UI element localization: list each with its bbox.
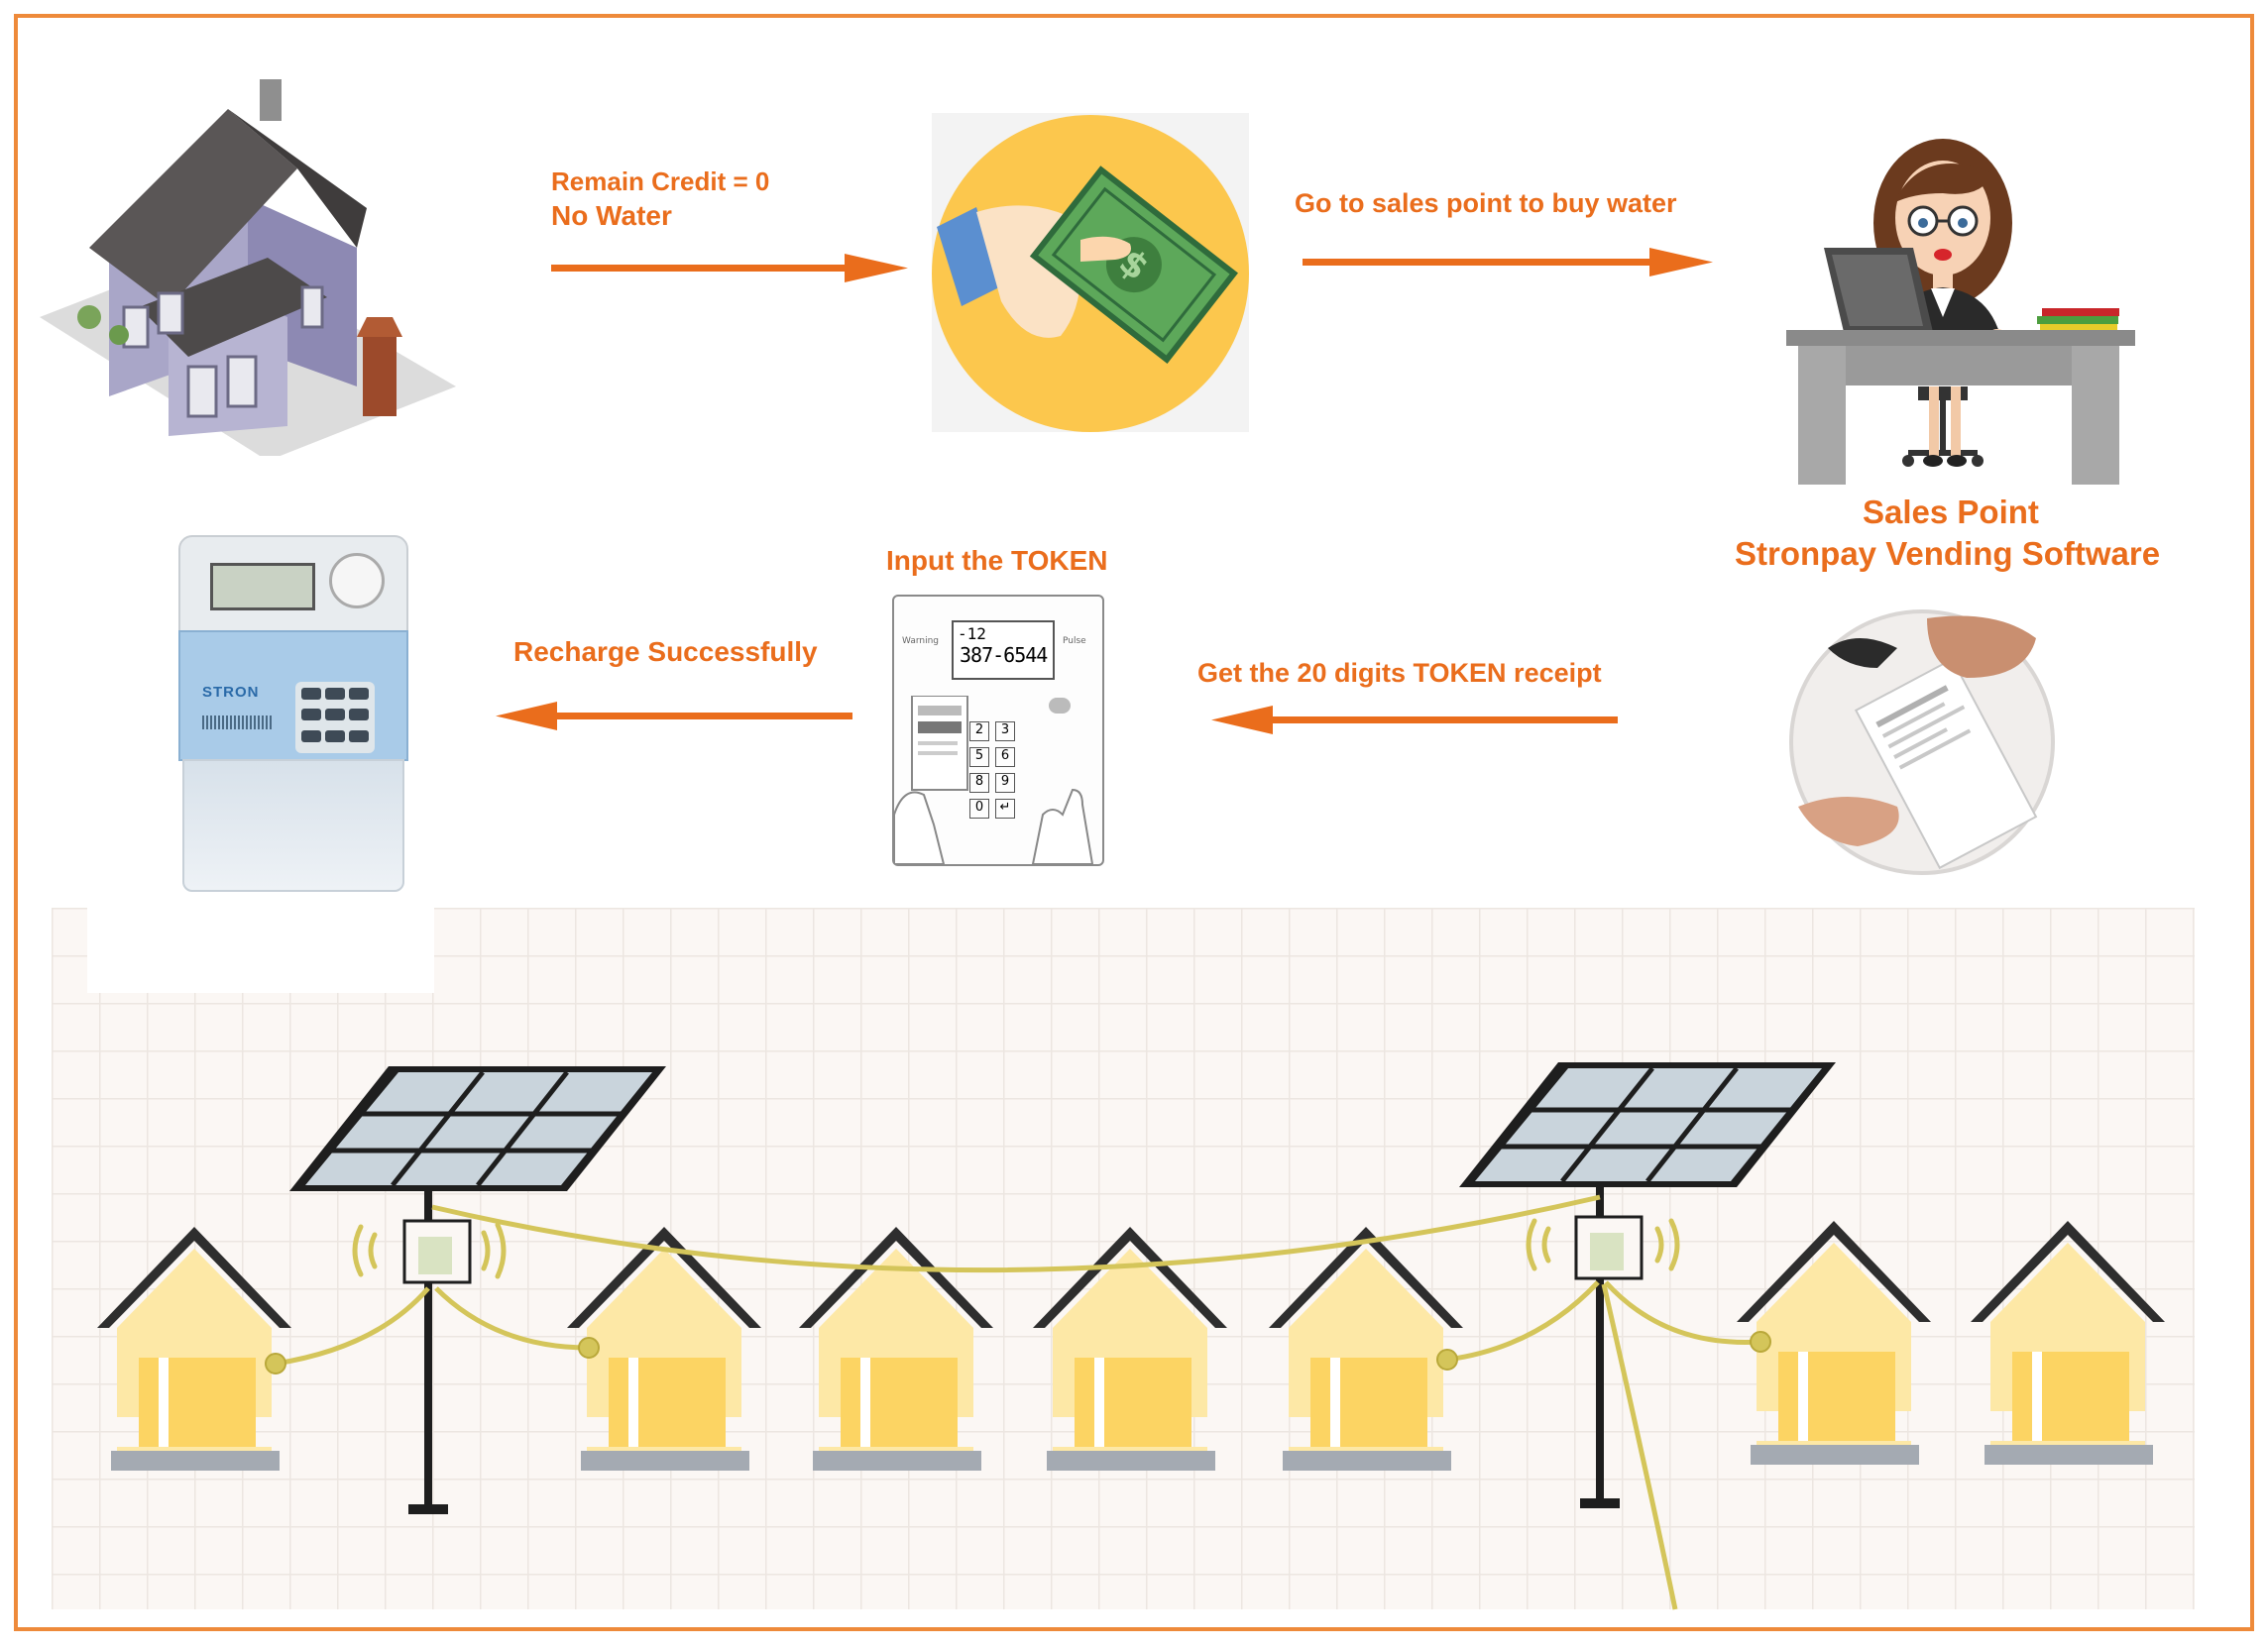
keypad-key: 0 <box>969 799 989 819</box>
meter-key <box>325 688 345 700</box>
go-to-sales-label: Go to sales point to buy water <box>1295 188 1677 218</box>
recharge-label: Recharge Successfully <box>513 636 818 667</box>
payment-illustration: $ <box>932 115 1249 432</box>
meter-key <box>301 709 321 721</box>
arrow-to-token-input <box>1211 706 1618 734</box>
meter-keypad <box>295 682 375 753</box>
sales-point-label: Sales Point <box>1863 494 2039 530</box>
meter-terminal-cover <box>182 759 404 892</box>
remain-credit-label: Remain Credit = 0 <box>551 166 770 196</box>
keypad-warning-caption: Warning <box>902 636 940 646</box>
meter-key <box>325 709 345 721</box>
meter-key <box>349 729 369 742</box>
vending-software-label: Stronpay Vending Software <box>1735 535 2161 572</box>
meter-lcd <box>210 563 315 610</box>
keypad-key: 8 <box>969 773 989 793</box>
token-receipt-handover-illustration <box>1789 609 2055 875</box>
prepaid-meter: STRON <box>174 535 408 892</box>
keypad-illustration: Warning Pulse -12 387-6544 2 3 3 5 6 6 8… <box>892 595 1104 866</box>
meter-brand-label: STRON <box>202 684 260 701</box>
meter-key <box>349 709 369 721</box>
arrow-to-sales-point <box>1303 248 1713 276</box>
keypad-key: 3 <box>995 721 1015 741</box>
get-token-label: Get the 20 digits TOKEN receipt <box>1197 658 1602 688</box>
meter-round-button <box>329 553 385 608</box>
keypad-key: ↵ <box>995 799 1015 819</box>
meter-key <box>349 688 369 700</box>
keypad-display-line2: 387-6544 <box>960 643 1048 667</box>
keypad-pulse-caption: Pulse <box>1063 636 1086 646</box>
input-token-label: Input the TOKEN <box>886 545 1108 576</box>
meter-key <box>301 729 321 742</box>
arrow-to-payment <box>551 254 908 282</box>
meter-key <box>325 729 345 742</box>
keypad-grid: 2 3 3 5 6 6 8 9 9 0 ↵ <box>969 721 1039 819</box>
meter-key <box>301 688 321 700</box>
meter-barcode <box>202 715 272 729</box>
arrow-to-meter <box>496 702 852 730</box>
keypad-key: 6 <box>995 747 1015 767</box>
no-water-label: No Water <box>551 200 672 231</box>
keypad-side-button <box>1049 698 1071 714</box>
diagram-frame <box>14 14 2254 1631</box>
keypad-display: -12 387-6544 <box>952 620 1055 680</box>
sales-clerk-illustration <box>1786 139 2135 485</box>
grid-blank-patch <box>87 906 434 993</box>
keypad-hands <box>894 696 1094 864</box>
keypad-key: 2 <box>969 721 989 741</box>
keypad-display-line1: -12 <box>958 624 986 643</box>
keypad-key: 5 <box>969 747 989 767</box>
house-illustration <box>40 79 456 456</box>
keypad-key: 9 <box>995 773 1015 793</box>
